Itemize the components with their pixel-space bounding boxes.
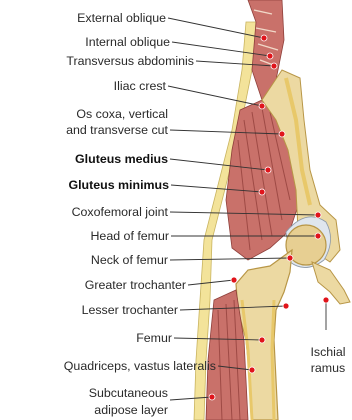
ischial-ramus-bone (312, 262, 350, 304)
label-external-oblique: External oblique (77, 11, 166, 25)
label-femur: Femur (136, 331, 172, 345)
label-subcutaneous-line1: Subcutaneous (89, 386, 168, 400)
label-quadriceps-vastus-lateralis: Quadriceps, vastus lateralis (64, 359, 216, 373)
label-lesser-trochanter: Lesser trochanter (82, 303, 178, 317)
label-ischial-ramus-line2: ramus (306, 361, 350, 375)
label-greater-trochanter: Greater trochanter (85, 278, 186, 292)
label-os-coxa-line1: Os coxa, vertical (76, 107, 168, 121)
label-head-of-femur: Head of femur (90, 229, 169, 243)
label-subcutaneous-line2: adipose layer (94, 403, 168, 417)
label-neck-of-femur: Neck of femur (91, 253, 168, 267)
label-iliac-crest: Iliac crest (114, 79, 166, 93)
label-internal-oblique: Internal oblique (85, 35, 170, 49)
label-coxofemoral-joint: Coxofemoral joint (72, 205, 168, 219)
label-os-coxa-line2: and transverse cut (66, 123, 168, 137)
label-ischial-ramus-line1: Ischial (306, 345, 350, 359)
label-gluteus-minimus: Gluteus minimus (68, 178, 169, 192)
label-gluteus-medius: Gluteus medius (75, 152, 168, 166)
label-transversus-abdominis: Transversus abdominis (66, 54, 194, 68)
